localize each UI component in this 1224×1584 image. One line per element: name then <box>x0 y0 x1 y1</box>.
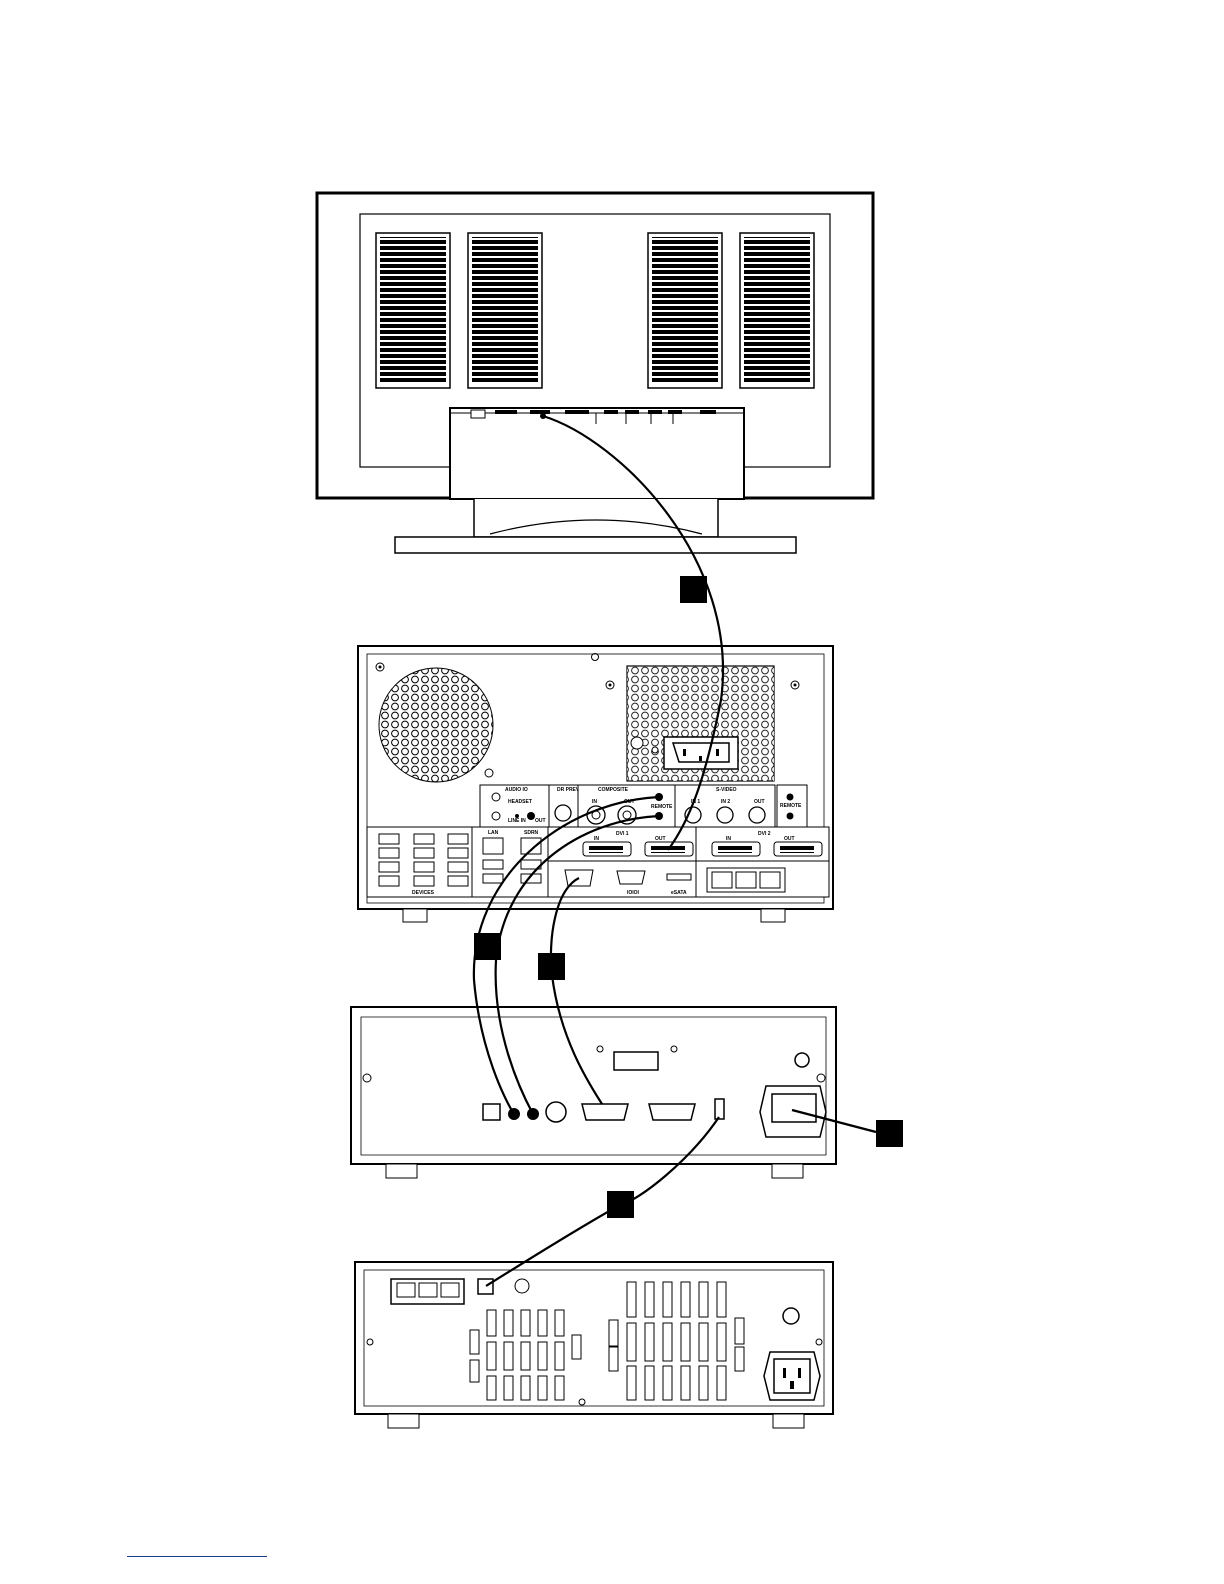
power-inlet[interactable] <box>772 1094 816 1122</box>
label-line-in: LINE IN <box>508 818 526 824</box>
label-composite-in: IN <box>592 799 597 805</box>
label-esata: eSATA <box>671 890 687 896</box>
label-sdrn: SDRN <box>524 830 539 836</box>
monitor-connector-panel <box>450 408 744 499</box>
io-bottom-row: DEVICES LAN SDRN DVI 1 IN OUT IOIOI eSAT… <box>367 827 829 897</box>
callout-marker <box>538 953 565 980</box>
label-s-in2: IN 2 <box>721 799 730 805</box>
label-remote-1: REMOTE <box>651 804 673 810</box>
label-remote-2: REMOTE <box>780 803 802 809</box>
label-s-out: OUT <box>754 799 765 805</box>
fan-grille <box>379 668 493 782</box>
io-panel: AUDIO IO HEADSET LINE IN OUT DR PREVIEW … <box>480 785 807 827</box>
label-dvi1-out: OUT <box>655 836 666 842</box>
label-audio-io: AUDIO IO <box>505 787 528 793</box>
label-dvi1-in: IN <box>594 836 599 842</box>
callout-marker <box>876 1120 903 1147</box>
label-devices: DEVICES <box>412 890 435 896</box>
power-supply <box>627 666 774 781</box>
label-composite: COMPOSITE <box>598 787 629 793</box>
callout-marker <box>680 576 707 603</box>
monitor <box>317 193 873 553</box>
label-dvi1: DVI 1 <box>616 831 629 837</box>
footer-rule <box>127 1556 267 1557</box>
label-headset: HEADSET <box>508 799 532 805</box>
monitor-stand <box>395 499 796 553</box>
label-serial: IOIOI <box>627 890 640 896</box>
label-lan: LAN <box>488 830 499 836</box>
label-line-out: OUT <box>535 818 546 824</box>
bottom-unit <box>355 1262 833 1428</box>
label-dvi2-in: IN <box>726 836 731 842</box>
label-s-video: S-VIDEO <box>716 787 737 793</box>
dvi-input-port[interactable] <box>582 1104 628 1120</box>
main-unit: AUDIO IO HEADSET LINE IN OUT DR PREVIEW … <box>358 646 833 922</box>
audio-out-jack[interactable] <box>527 812 535 820</box>
usb-b-port-2[interactable] <box>478 1279 493 1294</box>
interface-unit <box>351 1007 836 1178</box>
label-dvi2: DVI 2 <box>758 831 771 837</box>
label-dvi2-out: OUT <box>784 836 795 842</box>
callout-marker <box>607 1191 634 1218</box>
usb-b-port[interactable] <box>483 1104 500 1120</box>
callout-marker <box>474 933 501 960</box>
